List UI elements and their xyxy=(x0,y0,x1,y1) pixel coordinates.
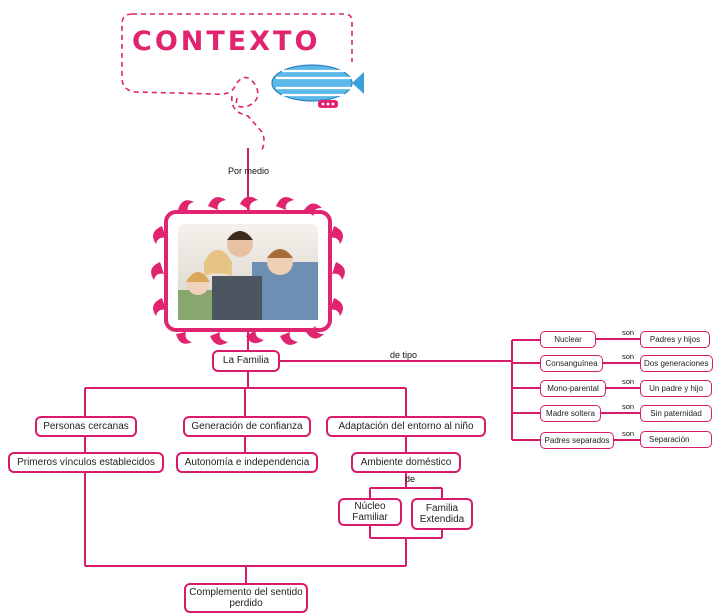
desc-sin-paternidad: Sin paternidad xyxy=(640,405,712,422)
edge-label-son: son xyxy=(622,402,635,411)
node-complemento: Complemento del sentido perdido xyxy=(184,583,308,613)
title-dashed-trail xyxy=(231,95,265,151)
type-consanguinea: Consanguínea xyxy=(540,355,603,372)
desc-separacion: Separación xyxy=(640,431,712,448)
node-autonomia: Autonomía e independencia xyxy=(176,452,318,473)
node-familia-extendida: Familia Extendida xyxy=(411,498,473,530)
edge-label-son: son xyxy=(622,377,635,386)
node-la-familia: La Familia xyxy=(212,350,280,372)
type-mono-parental: Mono-parental xyxy=(540,380,606,397)
node-nucleo-familiar: Núcleo Familiar xyxy=(338,498,402,526)
type-padres-separados: Padres separados xyxy=(540,432,614,449)
type-madre-soltera: Madre soltera xyxy=(540,405,601,422)
node-generacion-confianza: Generación de confianza xyxy=(183,416,311,437)
node-primeros-vinculos: Primeros vínculos establecidos xyxy=(8,452,164,473)
type-nuclear: Nuclear xyxy=(540,331,596,348)
edge-label-son: son xyxy=(622,429,635,438)
family-photo xyxy=(178,224,318,320)
desc-dos-generaciones: Dos generaciones xyxy=(640,355,713,372)
desc-padres-hijos: Padres y hijos xyxy=(640,331,710,348)
desc-un-padre-hijo: Un padre y hijo xyxy=(640,380,712,397)
edge-label-de-tipo: de tipo xyxy=(390,350,418,360)
node-adaptacion-entorno: Adaptación del entorno al niño xyxy=(326,416,486,437)
edge-label-de: de xyxy=(405,474,416,484)
airship-icon xyxy=(271,64,364,108)
edge-label-son: son xyxy=(622,352,635,361)
title-dashed-outline xyxy=(121,13,353,108)
edge-label-son: son xyxy=(622,328,635,337)
ornamental-frame xyxy=(151,196,345,345)
node-ambiente-domestico: Ambiente doméstico xyxy=(351,452,461,473)
node-personas-cercanas: Personas cercanas xyxy=(35,416,137,437)
edge-label-por-medio: Por medio xyxy=(228,166,270,176)
page-title: CONTEXTO xyxy=(132,26,321,57)
